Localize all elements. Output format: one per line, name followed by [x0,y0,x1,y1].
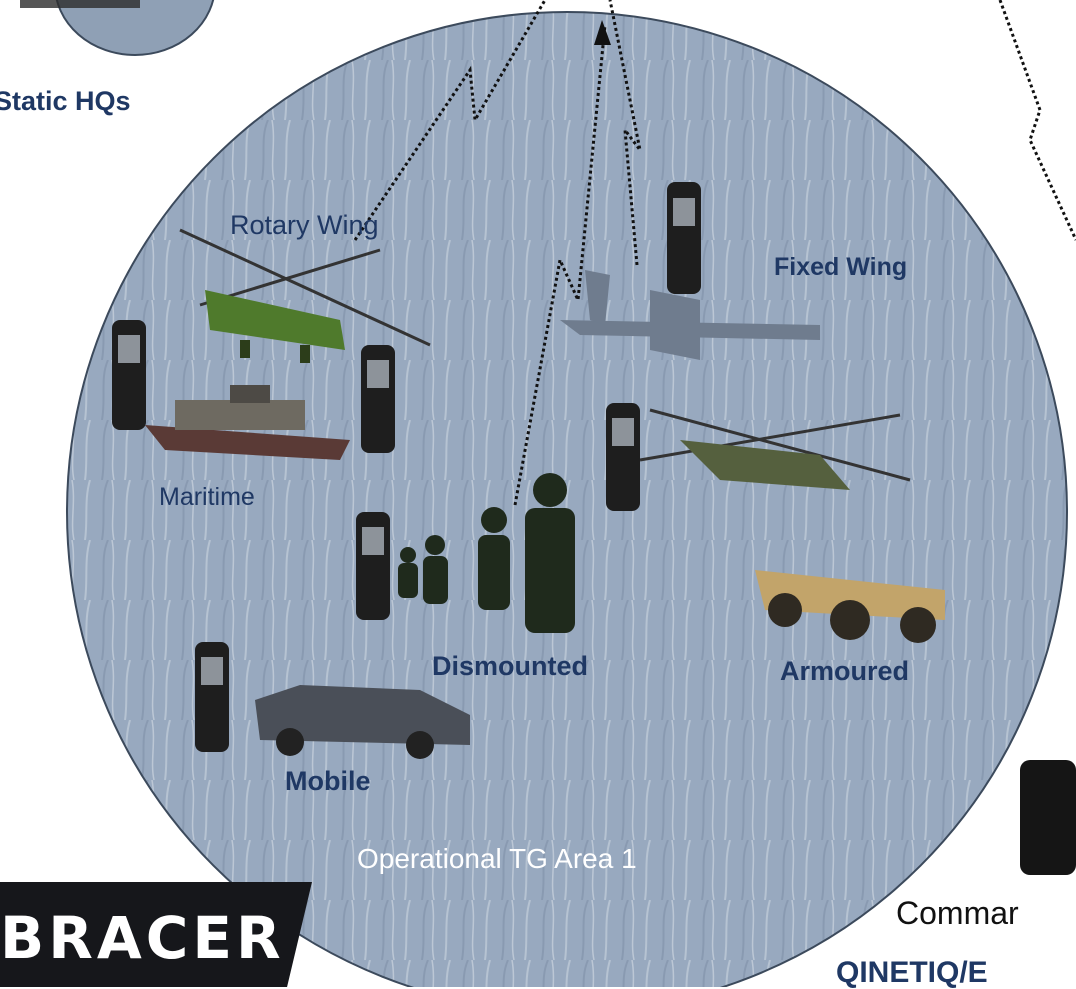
arrow-head-icon [594,20,611,45]
armoured-vehicle-icon [755,570,945,643]
link-dismounted [513,24,607,506]
org-label: QINETIQ/E [836,956,988,989]
area-label: Operational TG Area 1 [357,843,637,874]
operational-area [66,11,1068,987]
logo-text: BRACER [0,904,285,972]
radio-icon [356,512,390,620]
radio-icon [195,642,229,752]
radio-icon [112,320,146,430]
rotary-wing-label: Rotary Wing [230,210,379,240]
boat-icon [145,385,350,460]
car-icon [255,685,470,759]
static-hq-bubble [20,0,215,56]
link-fixed-wing [608,0,642,266]
armoured-label: Armoured [780,656,910,686]
attack-helicopter-icon [639,408,911,490]
maritime-label: Maritime [159,483,255,511]
radio-icon [361,345,395,453]
static-hqs-label: Static HQs [0,86,131,116]
radio-icon [606,403,640,511]
bracer-logo: BRACER [0,882,312,987]
comm-links [353,0,1076,506]
radio-icon [667,182,701,294]
command-label: Commar [896,895,1019,931]
helicopter-icon [179,228,431,363]
mobile-label: Mobile [285,766,371,796]
link-rotary-wing [353,0,547,241]
soldier-icon [398,473,575,633]
link-right [998,0,1076,241]
aircraft-icon [560,270,820,360]
dismounted-label: Dismounted [432,651,589,681]
fixed-wing-label: Fixed Wing [774,253,908,281]
command-radio-icon [1020,760,1076,875]
